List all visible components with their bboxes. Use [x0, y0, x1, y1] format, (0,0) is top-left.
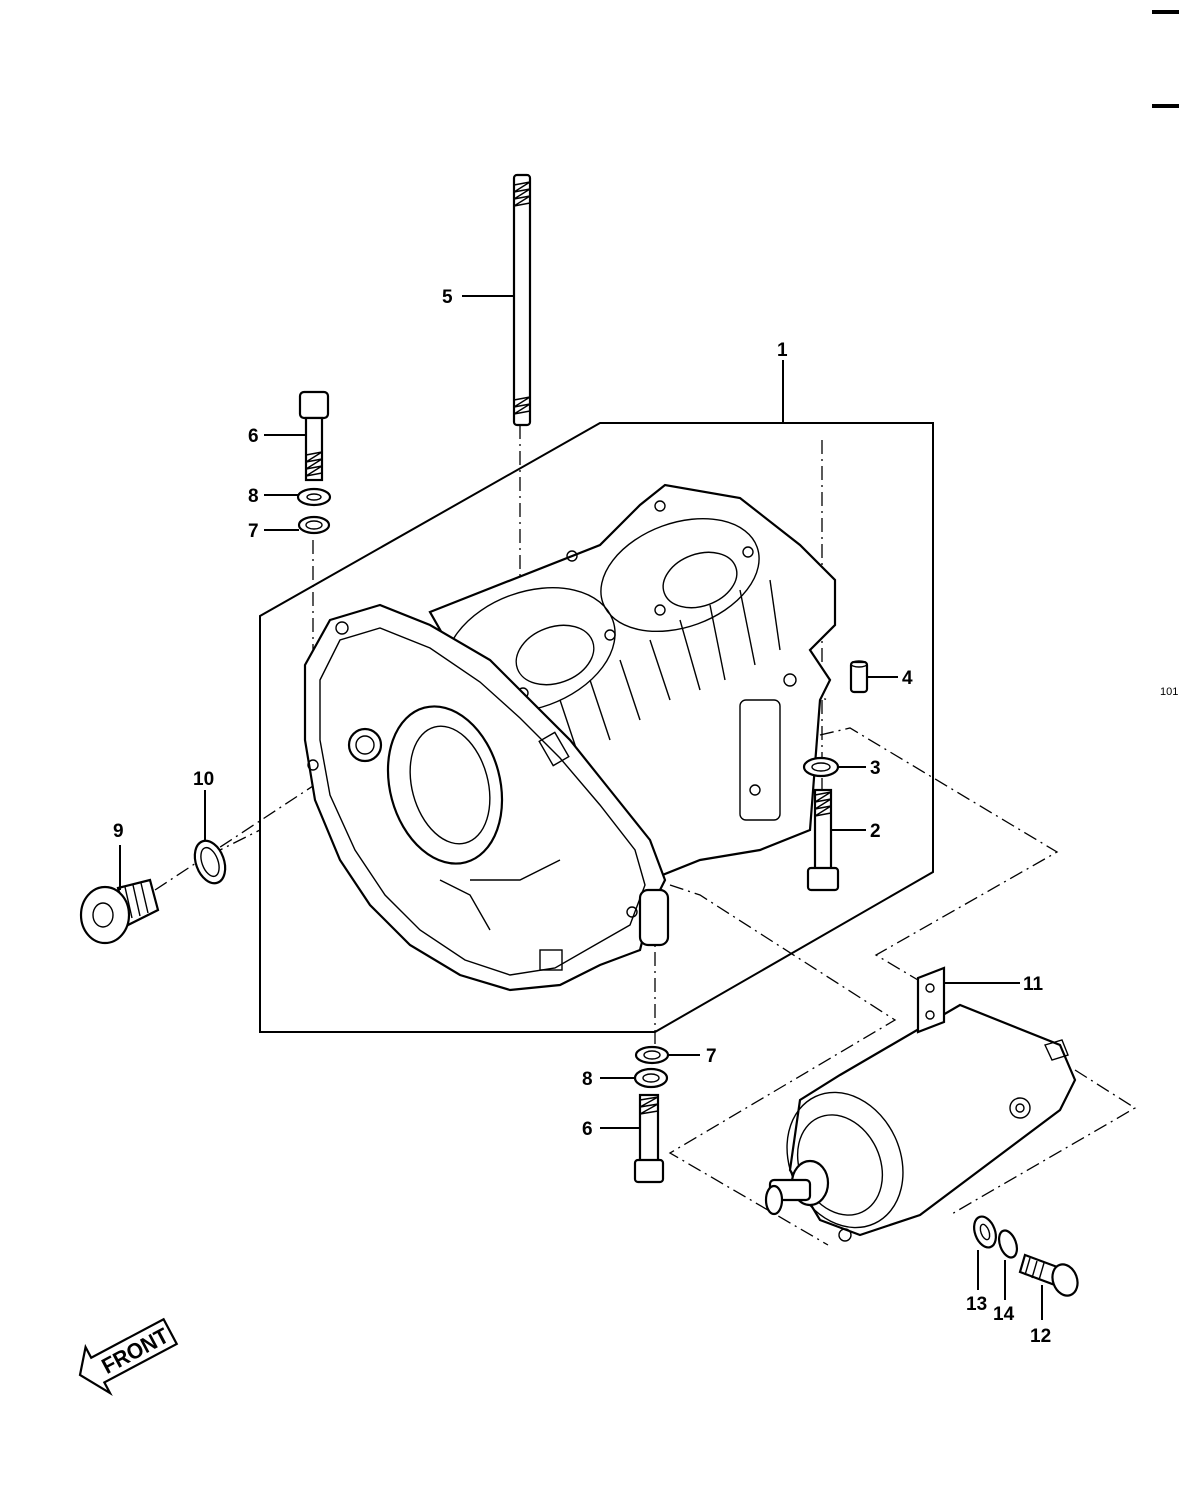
bolt-lower — [633, 1093, 665, 1184]
callout-10: 10 — [193, 769, 214, 790]
callout-8-lower: 8 — [582, 1069, 593, 1090]
ring-7-upper — [297, 515, 331, 535]
callout-6-lower: 6 — [582, 1119, 593, 1140]
crankcase — [303, 483, 837, 992]
lock-washer-14 — [997, 1229, 1019, 1259]
callout-8-upper: 8 — [248, 486, 259, 507]
front-arrow: FRONT — [78, 1317, 179, 1397]
callout-9: 9 — [113, 821, 124, 842]
bolt-12 — [1018, 1253, 1079, 1297]
washer-3 — [802, 756, 840, 778]
page-number: 101 — [1160, 686, 1178, 698]
bolt-2 — [806, 788, 840, 892]
callout-7-lower: 7 — [706, 1046, 717, 1067]
drain-plug — [79, 878, 160, 945]
long-stud — [512, 173, 532, 427]
callout-12: 12 — [1030, 1326, 1051, 1347]
starter-motor — [764, 1003, 1077, 1242]
bolt-upper — [298, 390, 330, 482]
callout-1: 1 — [777, 340, 788, 361]
washer-8-lower — [633, 1067, 669, 1089]
washer-8-upper — [296, 487, 332, 507]
callout-5: 5 — [442, 287, 453, 308]
callout-4: 4 — [902, 668, 913, 689]
ring-7-lower — [634, 1045, 670, 1065]
callout-7-upper: 7 — [248, 521, 259, 542]
callout-labels: 1 2 3 4 5 6 6 7 7 8 8 9 10 11 12 13 14 — [113, 287, 1051, 1347]
mounting-plate — [916, 966, 946, 1034]
washer-13 — [973, 1215, 997, 1249]
callout-2: 2 — [870, 821, 881, 842]
callout-6-upper: 6 — [248, 426, 259, 447]
callout-13: 13 — [966, 1294, 987, 1315]
callout-14: 14 — [993, 1304, 1015, 1325]
dowel-pin — [849, 660, 869, 694]
callout-11: 11 — [1023, 974, 1044, 995]
front-label: FRONT — [97, 1323, 173, 1379]
callout-3: 3 — [870, 758, 881, 779]
